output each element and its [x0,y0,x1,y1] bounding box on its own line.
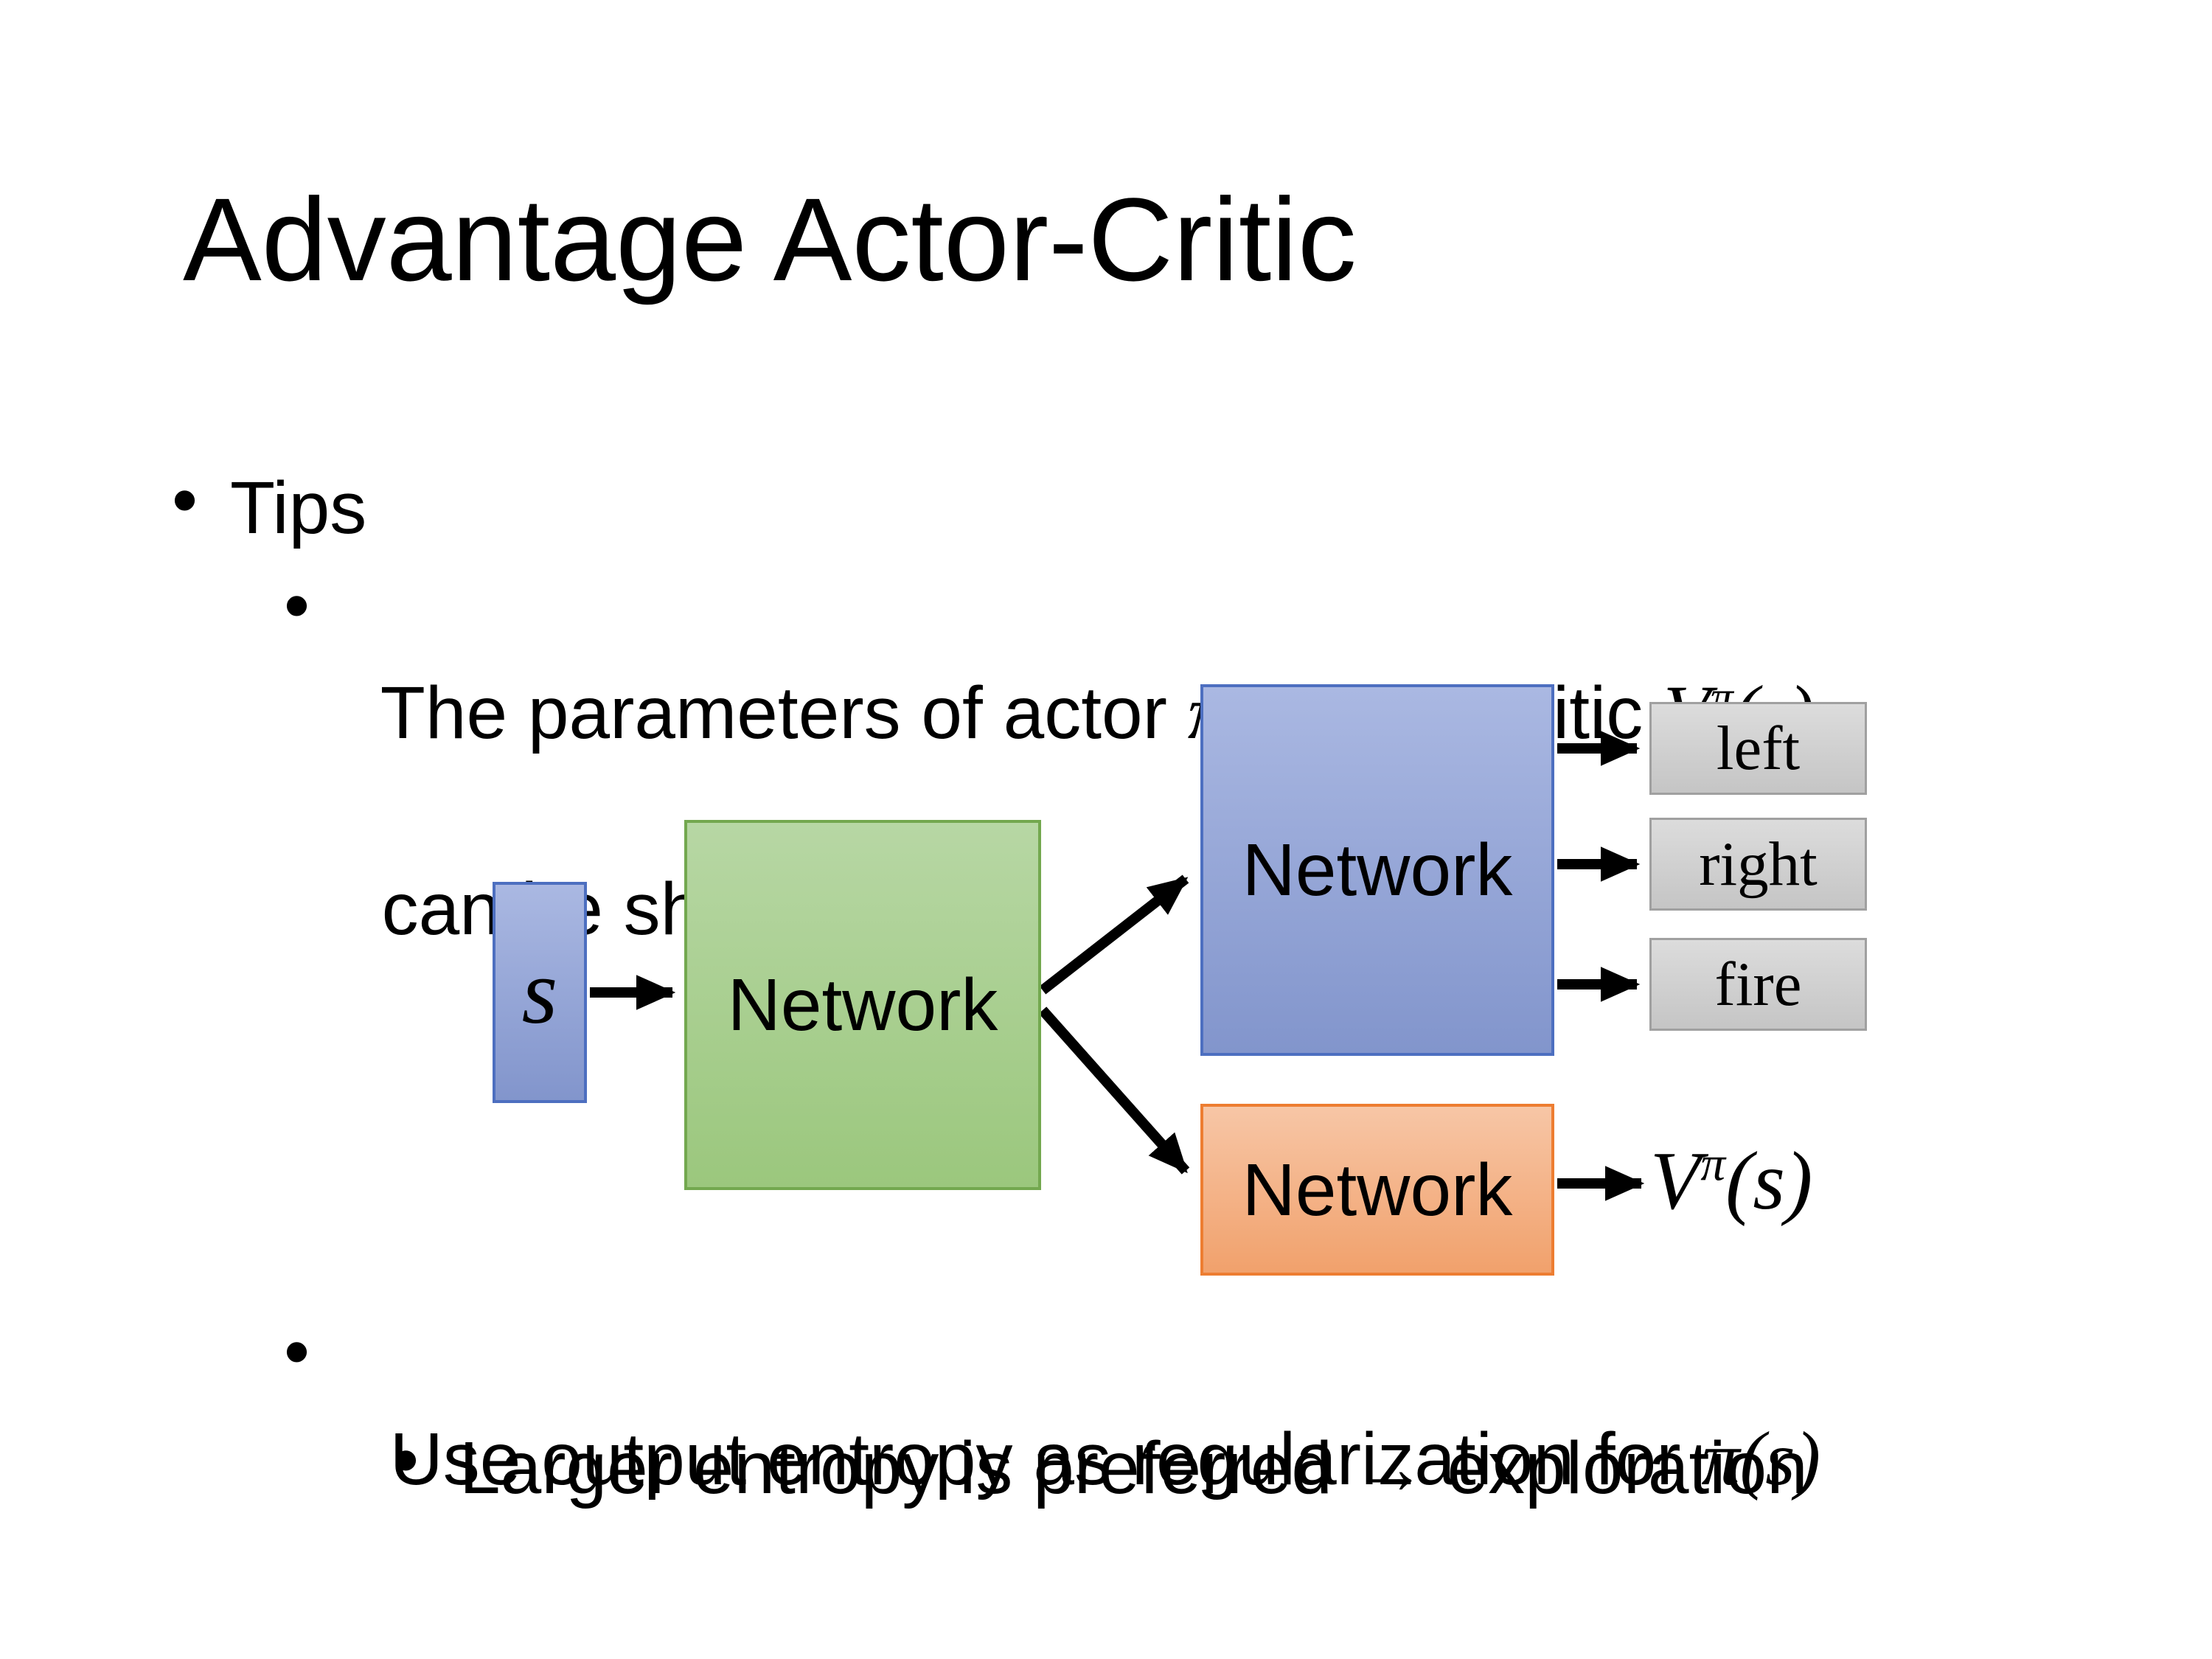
action-left-box: left [1649,702,1867,795]
action-fire-box: fire [1649,938,1867,1031]
shared-to-actor-arrow [1039,874,1189,995]
page-title: Advantage Actor-Critic [183,173,1357,305]
action-fire-label: fire [1714,949,1802,1019]
value-base: V [1650,1135,1701,1227]
action-right-label: right [1699,829,1818,899]
value-sup: π [1700,1135,1726,1192]
bullet-tips: Tips [230,467,367,549]
critic-network-box: Network [1200,1104,1554,1276]
bullet-entropy-text: Use output entropy as regularization for [389,1418,1702,1500]
action-left-label: left [1716,713,1801,783]
bullet-marker: • [172,459,198,541]
shared-network-label: Network [727,964,998,1046]
value-args: (s) [1725,1135,1813,1227]
bullet-marker: • [284,1310,310,1393]
bullet-larger-entropy: Larger entropy is preferred → exploratio… [459,1427,1808,1509]
actor-network-box: Network [1200,684,1554,1056]
shared-to-critic-arrow [1038,1006,1190,1175]
state-label: s [521,941,558,1043]
critic-output-label: Vπ(s) [1650,1139,1812,1222]
bullet-marker: • [284,564,310,647]
pi-s-math: π(s) [1701,1416,1821,1501]
actor-network-label: Network [1242,829,1513,911]
bullet-entropy-regularization: Use output entropy as regularization for… [349,1311,1821,1509]
bullet-shared-text1: The parameters of actor [380,672,1188,754]
shared-network-box: Network [684,820,1041,1190]
state-input-box: s [493,882,587,1103]
action-right-box: right [1649,818,1867,911]
critic-network-label: Network [1242,1148,1513,1231]
bullet-marker: • [393,1419,420,1501]
